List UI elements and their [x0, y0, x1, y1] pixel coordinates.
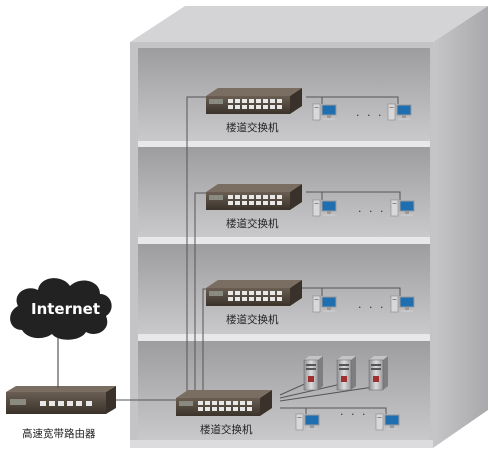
router-icon — [6, 386, 116, 414]
cloud-icon — [10, 278, 112, 388]
cabinet-top — [130, 6, 488, 42]
ellipsis-4: · · · — [340, 408, 368, 421]
switch-label-4: 楼道交换机 — [200, 424, 253, 436]
internet-label: Internet — [31, 300, 101, 318]
switch-label-1: 楼道交换机 — [226, 122, 279, 134]
switch-label-2: 楼道交换机 — [226, 218, 279, 230]
ellipsis-1: · · · — [356, 109, 384, 122]
ellipsis-2: · · · — [358, 205, 386, 218]
server-icon — [303, 355, 324, 391]
router-label: 高速宽带路由器 — [22, 428, 96, 440]
server-icon — [336, 355, 357, 391]
floor-switch-3 — [206, 280, 302, 306]
floor-switch-4 — [176, 390, 272, 416]
ellipsis-3: · · · — [358, 301, 386, 314]
floor-switch-2 — [206, 184, 302, 210]
floor-switch-1 — [206, 88, 302, 114]
cabinet-side — [433, 6, 488, 448]
server-icon — [368, 355, 389, 391]
switch-label-3: 楼道交换机 — [226, 314, 279, 326]
